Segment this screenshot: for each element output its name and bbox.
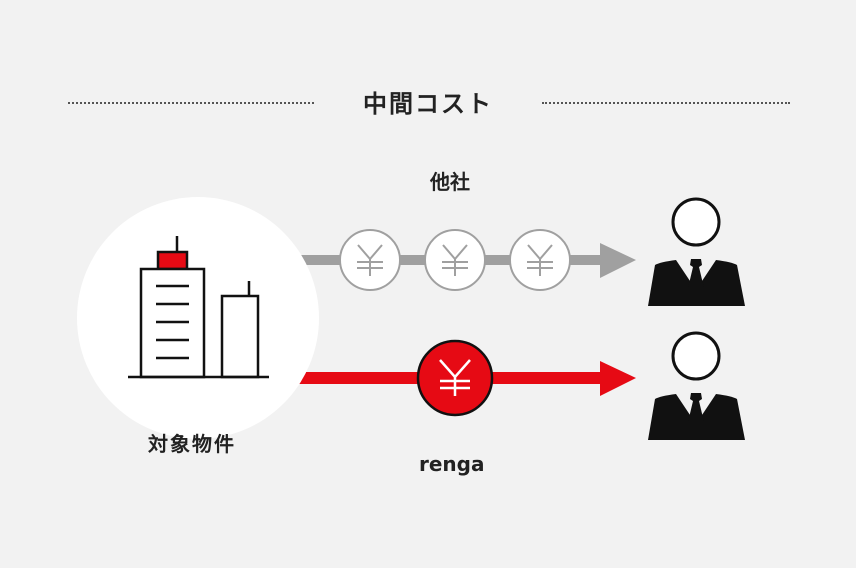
property-building-icon <box>77 197 319 439</box>
red-arrow-head <box>600 361 636 396</box>
yen-coin-icon <box>416 339 494 417</box>
other-companies-label: 他社 <box>430 170 470 194</box>
other-companies-flow <box>250 229 636 291</box>
yen-coin-icon <box>424 229 486 291</box>
renga-label: renga <box>419 452 485 476</box>
person-icon <box>648 331 745 440</box>
yen-coin-icon <box>339 229 401 291</box>
right-dotted-divider <box>542 102 790 106</box>
yen-coin-icon <box>509 229 571 291</box>
person-icon <box>648 197 745 306</box>
gray-arrow-head <box>600 243 636 278</box>
renga-flow <box>250 339 636 417</box>
page-title: 中間コスト <box>363 90 493 118</box>
left-dotted-divider <box>68 102 314 106</box>
property-label: 対象物件 <box>148 432 236 456</box>
